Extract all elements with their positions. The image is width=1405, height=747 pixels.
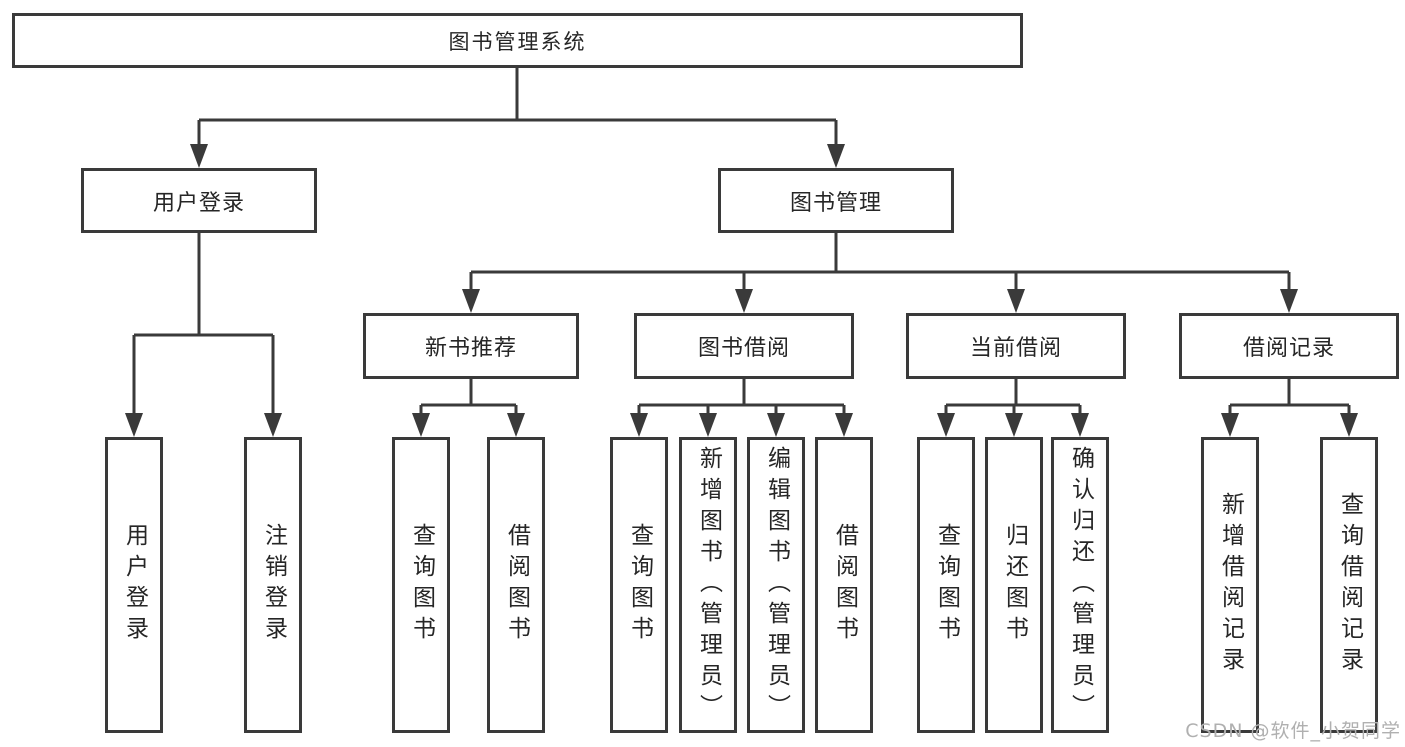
node-label: 借阅记录 (1242, 336, 1335, 361)
leaf-current-return-books: 归还图书 (985, 437, 1043, 733)
node-label: 查询借阅记录 (1336, 492, 1363, 678)
node-label: 新增借阅记录 (1217, 492, 1244, 678)
watermark: CSDN @软件_小贺同学 (1185, 720, 1401, 742)
node-root: 图书管理系统 (12, 13, 1023, 68)
leaf-borrowing-borrow-books: 借阅图书 (815, 437, 873, 733)
leaf-borrowing-query-books: 查询图书 (610, 437, 668, 733)
node-label: 用户登录 (152, 190, 245, 216)
node-label: 编辑图书（管理员） (763, 445, 790, 725)
node-label: 注销登录 (260, 523, 287, 647)
leaf-borrowing-edit-books-admin: 编辑图书（管理员） (747, 437, 805, 733)
node-label: 新增图书（管理员） (695, 445, 722, 725)
node-label: 新书推荐 (424, 336, 517, 361)
leaf-recommend-borrow-books: 借阅图书 (487, 437, 545, 733)
node-book-management: 图书管理 (718, 168, 954, 233)
leaf-records-query-record: 查询借阅记录 (1320, 437, 1378, 733)
node-user-login: 用户登录 (81, 168, 317, 233)
node-label: 用户登录 (121, 523, 148, 647)
arrowhead-icons (125, 144, 1358, 437)
node-label: 图书借阅 (697, 336, 790, 361)
node-label: 确认归还（管理员） (1067, 445, 1094, 725)
node-label: 借阅图书 (503, 523, 530, 647)
node-label: 图书管理 (789, 190, 882, 216)
node-book-borrowing: 图书借阅 (634, 313, 854, 379)
node-borrow-records: 借阅记录 (1179, 313, 1399, 379)
leaf-current-confirm-return-admin: 确认归还（管理员） (1051, 437, 1109, 733)
node-label: 查询图书 (408, 523, 435, 647)
leaf-current-query-books: 查询图书 (917, 437, 975, 733)
node-label: 借阅图书 (831, 523, 858, 647)
leaf-borrowing-add-books-admin: 新增图书（管理员） (679, 437, 737, 733)
leaf-user-login: 用户登录 (105, 437, 163, 733)
node-new-book-recommend: 新书推荐 (363, 313, 579, 379)
node-label: 当前借阅 (969, 336, 1062, 361)
leaf-logout: 注销登录 (244, 437, 302, 733)
node-label: 查询图书 (933, 523, 960, 647)
leaf-records-add-record: 新增借阅记录 (1201, 437, 1259, 733)
node-label: 查询图书 (626, 523, 653, 647)
node-current-borrowing: 当前借阅 (906, 313, 1126, 379)
connector-line-set (132, 68, 1351, 415)
leaf-recommend-query-books: 查询图书 (392, 437, 450, 733)
node-label: 图书管理系统 (448, 29, 587, 54)
node-label: 归还图书 (1001, 523, 1028, 647)
